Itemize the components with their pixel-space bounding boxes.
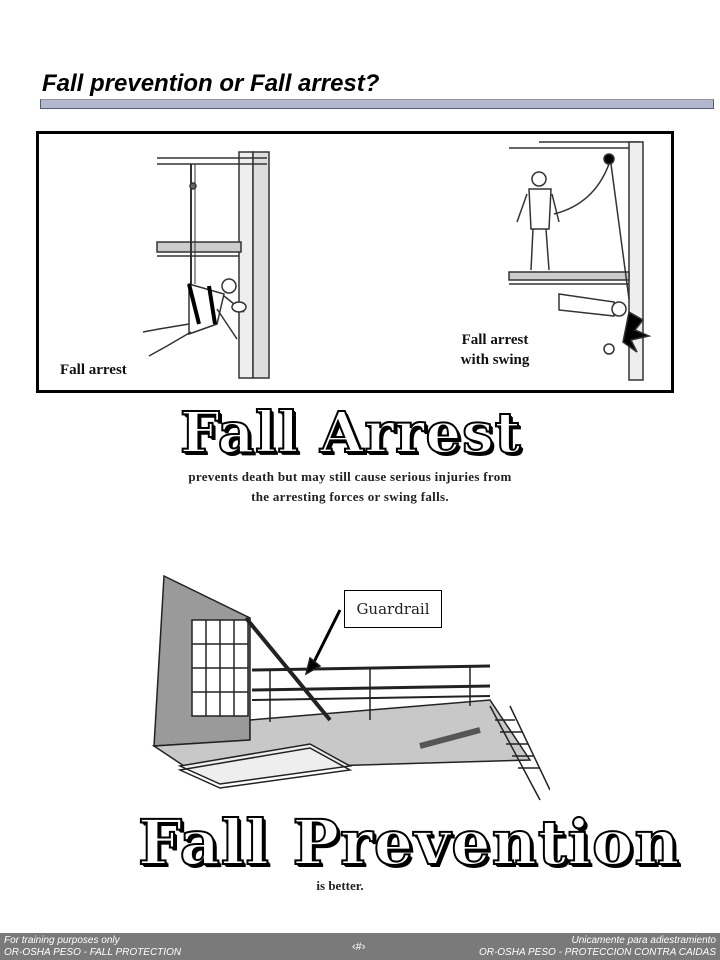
footer-left-line1: For training purposes only [4,935,120,946]
label-fall-arrest-with-swing: Fall arrest with swing [430,330,560,370]
footer-right-line2: OR-OSHA PESO - PROTECCION CONTRA CAIDAS [478,947,716,958]
fall-prevention-heading: Fall Prevention [137,805,681,880]
footer-right-line1: Unicamente para adiestramiento [571,935,716,946]
guardrail-callout: Guardrail [344,590,442,628]
label-fall-arrest-with-swing-line1: Fall arrest [461,332,529,348]
fall-arrest-description: prevents death but may still cause serio… [150,467,550,507]
fall-arrest-description-line2: the arresting forces or swing falls. [251,489,449,504]
fall-arrest-description-line1: prevents death but may still cause serio… [188,469,512,484]
guardrail-illustration [151,574,550,801]
footer-left-line2: OR-OSHA PESO - FALL PROTECTION [4,947,182,958]
page-title: Fall prevention or Fall arrest? [42,70,380,97]
fall-prevention-description: is better. [316,878,364,893]
slide-number: ‹#› [352,941,366,953]
footer-bar: For training purposes only OR-OSHA PESO … [0,933,720,960]
label-fall-arrest-with-swing-line2: with swing [460,352,530,368]
fall-arrest-illustration-frame [36,131,674,393]
label-fall-arrest: Fall arrest [60,362,127,378]
fall-arrest-heading: Fall Arrest [179,399,522,467]
fall-arrest-illustration [142,141,652,381]
title-underline-bar [40,99,714,109]
